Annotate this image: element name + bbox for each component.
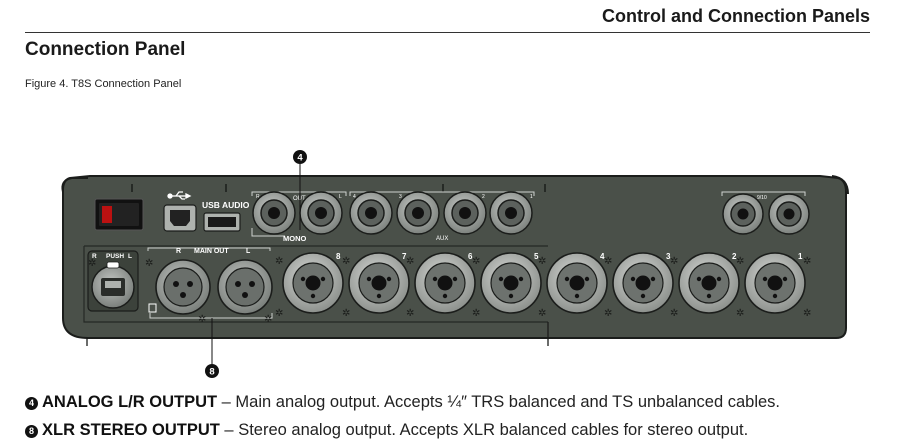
- svg-text:✲: ✲: [538, 256, 546, 267]
- svg-text:✲: ✲: [604, 256, 612, 267]
- svg-text:✲: ✲: [406, 256, 414, 267]
- panel-right-ear: [831, 175, 849, 195]
- svg-text:4: 4: [600, 252, 605, 261]
- svg-text:4: 4: [353, 194, 356, 200]
- svg-text:5: 5: [534, 252, 539, 261]
- aux-jack-2: [443, 191, 487, 235]
- combo-input-5: [480, 252, 542, 314]
- callout-bullet-8: 8: [25, 425, 38, 438]
- xlr-output-r: [155, 259, 211, 315]
- svg-text:✲: ✲: [736, 308, 744, 319]
- svg-text:7: 7: [402, 252, 407, 261]
- mono-label: MONO: [283, 234, 306, 243]
- lower-frame: [83, 245, 548, 323]
- ethernet-port: [87, 250, 139, 312]
- channel-number-labels: 8 7 6 5 4 3 2 1: [336, 252, 803, 261]
- xlr-output-l: [217, 259, 273, 315]
- out-aux-bracket: [251, 191, 535, 237]
- svg-text:3: 3: [666, 252, 671, 261]
- figure-caption: Figure 4. T8S Connection Panel: [25, 78, 182, 90]
- usb-b-port: [163, 204, 197, 232]
- push-label: PUSH: [106, 253, 124, 260]
- panel-bottom-lines: [86, 322, 549, 346]
- out-jack-l-label: L: [339, 194, 342, 200]
- usb-icon: [167, 191, 192, 200]
- svg-text:✲: ✲: [264, 314, 272, 325]
- port-l-label: L: [128, 253, 132, 260]
- combo-input-2: [678, 252, 740, 314]
- svg-text:✲: ✲: [406, 308, 414, 319]
- svg-text:✲: ✲: [670, 308, 678, 319]
- svg-text:✲: ✲: [670, 256, 678, 267]
- svg-text:8: 8: [336, 252, 341, 261]
- svg-text:✲: ✲: [342, 308, 350, 319]
- combo-input-4: [546, 252, 608, 314]
- svg-text:1: 1: [530, 194, 533, 200]
- aux-jack-3: [396, 191, 440, 235]
- svg-text:✲: ✲: [803, 256, 811, 267]
- input-jack-10: [768, 193, 810, 235]
- combo-input-7: [348, 252, 410, 314]
- svg-text:✲: ✲: [198, 314, 206, 325]
- svg-text:✲: ✲: [472, 308, 480, 319]
- input-jack-9: [722, 193, 764, 235]
- svg-text:3: 3: [399, 194, 402, 200]
- usb-audio-label: USB AUDIO: [202, 200, 250, 210]
- callout-8-marker: 8: [205, 318, 219, 378]
- svg-text:✲: ✲: [803, 308, 811, 319]
- out-jack-r-label: R: [256, 194, 260, 200]
- section-title: Connection Panel: [25, 39, 186, 60]
- svg-text:8: 8: [209, 367, 214, 378]
- power-switch: [94, 198, 144, 231]
- port-r-label: R: [92, 253, 97, 260]
- callout-text-4: – Main analog output. Accepts ¼″ TRS bal…: [217, 393, 781, 411]
- main-out-r-label: R: [176, 248, 181, 255]
- callout-description-4: 4 ANALOG L/R OUTPUT – Main analog output.…: [25, 393, 780, 412]
- page-header-title: Control and Connection Panels: [601, 6, 870, 26]
- svg-text:✲: ✲: [604, 308, 612, 319]
- aux-number-labels: 4 3 2 1: [353, 194, 533, 200]
- svg-text:✲: ✲: [472, 256, 480, 267]
- panel-top-ticks: [131, 184, 546, 192]
- aux-label: AUX: [436, 236, 448, 242]
- combo-input-6: [414, 252, 476, 314]
- svg-text:✲: ✲: [275, 308, 283, 319]
- main-out-l-label: L: [246, 248, 251, 255]
- pair-bracket: [721, 191, 806, 196]
- panel-left-ear: [61, 177, 88, 193]
- svg-text:2: 2: [732, 252, 737, 261]
- combo-input-8: [282, 252, 344, 314]
- svg-text:✲: ✲: [538, 308, 546, 319]
- aux-jack-4: [349, 191, 393, 235]
- panel-screws: ✲ ✲ ✲ ✲ ✲ ✲ ✲ ✲ ✲ ✲ ✲ ✲ ✲ ✲ ✲ ✲ ✲ ✲ ✲ ✲ …: [88, 256, 811, 325]
- svg-text:4: 4: [297, 153, 303, 164]
- svg-text:6: 6: [468, 252, 473, 261]
- aux-jack-1: [489, 191, 533, 235]
- svg-text:✲: ✲: [275, 256, 283, 267]
- callout-bullet-4: 4: [25, 397, 38, 410]
- callout-4-marker: 4: [293, 150, 307, 230]
- callout-text-8: – Stereo analog output. Accepts XLR bala…: [219, 421, 749, 439]
- callout-term-4: ANALOG L/R OUTPUT: [42, 393, 218, 411]
- connection-panel-diagram: USB AUDIO OUT R L AUX MONO 4 3 2 1: [61, 150, 849, 378]
- svg-text:✲: ✲: [736, 256, 744, 267]
- svg-text:✲: ✲: [145, 258, 153, 269]
- out-jack-r: [252, 191, 296, 235]
- main-out-bracket: [147, 247, 273, 319]
- header-divider: [25, 32, 870, 33]
- svg-text:1: 1: [798, 252, 803, 261]
- combo-input-1: [744, 252, 806, 314]
- pair-label: 9/10: [757, 195, 767, 201]
- callout-term-8: XLR STEREO OUTPUT: [42, 421, 220, 439]
- callout-description-8: 8 XLR STEREO OUTPUT – Stereo analog outpu…: [25, 421, 748, 440]
- combo-input-3: [612, 252, 674, 314]
- out-jack-l: [299, 191, 343, 235]
- usb-a-port: [203, 212, 241, 232]
- svg-text:✲: ✲: [342, 256, 350, 267]
- svg-text:2: 2: [482, 194, 485, 200]
- main-out-label: MAIN OUT: [194, 248, 229, 255]
- svg-text:✲: ✲: [88, 258, 96, 269]
- lock-icon: [148, 303, 157, 313]
